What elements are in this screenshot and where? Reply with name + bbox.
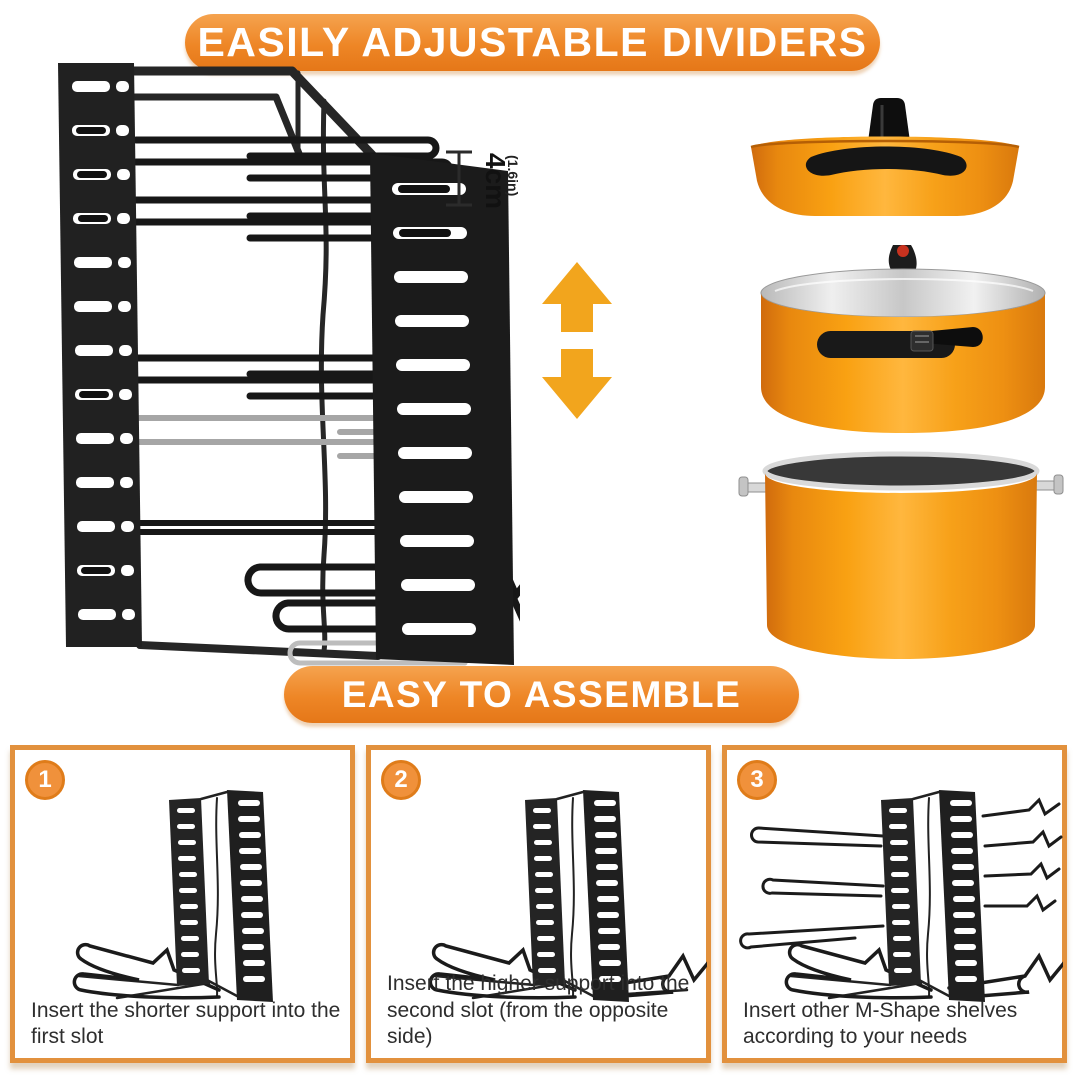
step-2-diagram — [428, 790, 707, 1002]
title-banner-label: EASILY ADJUSTABLE DIVIDERS — [197, 19, 868, 65]
pan-lid — [750, 98, 1020, 216]
high-support-wire — [947, 952, 1063, 1000]
step-number-badge: 1 — [25, 760, 65, 800]
adjust-arrows — [542, 262, 612, 419]
step-number-badge: 2 — [381, 760, 421, 800]
step-caption: Insert the higher support into the secon… — [387, 972, 690, 1048]
assemble-banner: EASY TO ASSEMBLE — [284, 666, 799, 723]
pot-with-lid — [760, 245, 1046, 433]
high-support-wire — [591, 952, 707, 1000]
down-arrow-icon — [542, 349, 612, 419]
dimension-bracket-icon — [446, 150, 472, 207]
short-support-wire — [72, 942, 221, 1000]
m-shape-foot — [244, 563, 496, 597]
lid-handle — [805, 146, 967, 176]
step-panel-2: 2 — [366, 745, 711, 1063]
step-number-badge: 3 — [737, 760, 777, 800]
short-support-wire — [784, 942, 933, 1000]
stock-pot — [738, 451, 1064, 659]
step-3-diagram — [739, 790, 1063, 1002]
step-caption: Insert other M-Shape shelves according t… — [743, 998, 1018, 1048]
folding-handle — [921, 327, 983, 347]
lid-knob-accent — [897, 245, 909, 257]
pot-rack-illustration: 4cm (1.6in) — [58, 63, 520, 666]
dimension-value: 4cm — [480, 153, 511, 209]
assemble-banner-label: EASY TO ASSEMBLE — [341, 673, 742, 715]
cookware-illustrations — [738, 98, 1064, 659]
step-caption: Insert the shorter support into the firs… — [31, 998, 341, 1048]
title-banner: EASILY ADJUSTABLE DIVIDERS — [185, 14, 880, 71]
dimension-unit: (1.6in) — [505, 155, 520, 196]
up-arrow-icon — [542, 262, 612, 332]
short-support-wire — [428, 942, 577, 1000]
m-shape-shelves — [739, 797, 1063, 950]
step-panel-3: 3 — [722, 745, 1067, 1063]
back-rail — [370, 153, 514, 665]
step-1-diagram — [72, 790, 273, 1002]
front-rail — [58, 63, 142, 647]
step-panel-1: 1 — [10, 745, 355, 1063]
wire-ends-in-slots — [76, 127, 111, 574]
